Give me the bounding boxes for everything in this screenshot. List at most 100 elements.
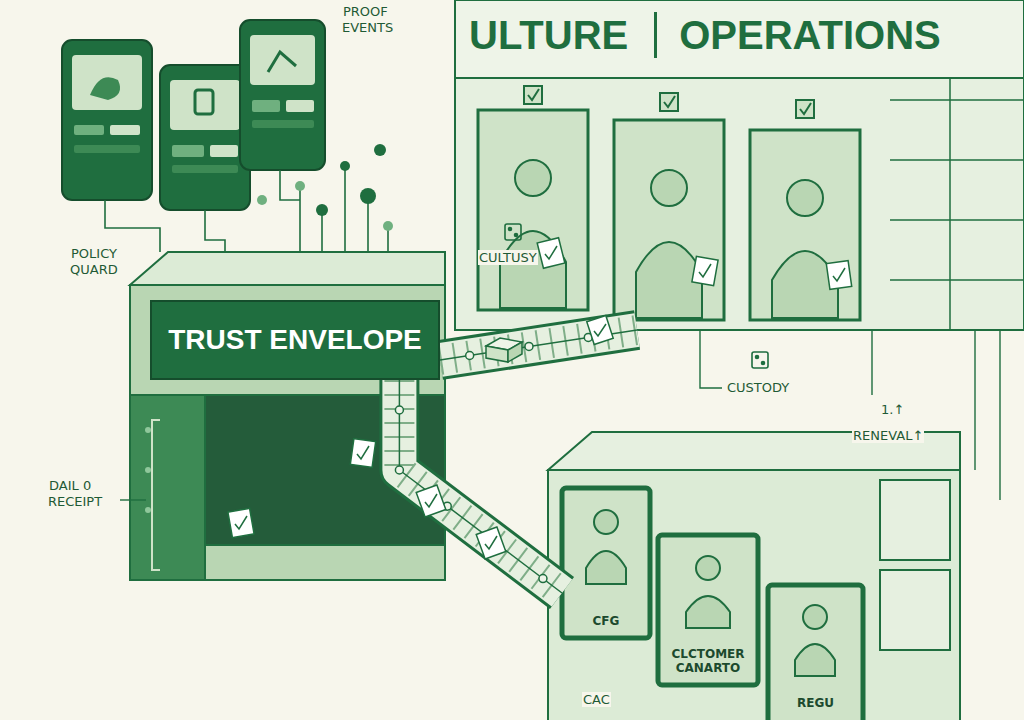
kiosk-group — [240, 20, 325, 170]
gate-body — [130, 252, 445, 285]
operations-building — [614, 120, 724, 320]
signal-dots — [257, 144, 393, 231]
small-icon — [515, 234, 518, 237]
small-icon — [756, 356, 759, 359]
operations-building — [455, 0, 1024, 78]
person-silhouette — [686, 596, 730, 628]
person-silhouette — [586, 551, 626, 584]
callout-label: 1.↑ — [880, 402, 905, 418]
belt-roller — [466, 351, 474, 359]
building-banner: ULTUREOPERATIONS — [455, 0, 1024, 330]
screen-panel: CFG — [562, 488, 650, 638]
kiosk-group — [74, 125, 104, 135]
kiosk-group — [90, 77, 120, 100]
check-box — [524, 86, 542, 104]
callout-label: DAIL 0 RECEIPT — [48, 478, 120, 511]
kiosk-group — [110, 125, 140, 135]
small-icon — [505, 224, 521, 240]
signal-dots — [257, 195, 267, 205]
signal-wires — [367, 200, 369, 252]
gate-body — [145, 467, 151, 473]
kiosk-group — [195, 90, 213, 114]
signal-wires — [321, 214, 323, 252]
belt-roller — [395, 466, 403, 474]
kiosk-group — [74, 145, 140, 153]
belt-box — [486, 338, 522, 362]
stakeholder-building — [880, 570, 950, 650]
signal-dots — [360, 188, 376, 204]
held-paper — [699, 264, 711, 277]
kiosk-group — [286, 100, 314, 112]
receipt-paper — [485, 536, 497, 549]
screen-panel: REGU — [768, 585, 863, 720]
node-text: CLCTOMER CANARTO — [665, 647, 751, 677]
callout-label: POLICY QUARD — [70, 246, 132, 279]
stakeholder-building — [548, 432, 960, 720]
person-silhouette — [696, 556, 720, 580]
leader-lines — [999, 330, 1000, 500]
small-icon — [762, 362, 765, 365]
receipt-paper — [357, 446, 369, 459]
operations-building — [750, 130, 860, 320]
leader-lines — [700, 330, 722, 388]
signal-wires — [344, 170, 346, 252]
belt-line — [399, 380, 562, 593]
signal-dots — [316, 204, 328, 216]
kiosk-group — [160, 65, 250, 210]
belt-roller — [395, 406, 403, 414]
label-text: CAC — [582, 692, 611, 707]
node-text: REGU — [795, 696, 836, 712]
stakeholder-building — [658, 535, 758, 685]
person-silhouette — [651, 170, 687, 206]
signal-wires — [205, 210, 225, 252]
gate-body — [205, 545, 445, 580]
kiosk-group — [250, 35, 315, 85]
gate-sign: TRUST ENVELOPE — [150, 300, 440, 380]
check-box — [664, 96, 675, 107]
receipt-paper — [350, 439, 375, 468]
operations-building — [478, 110, 588, 310]
node-text: TRUST ENVELOPE — [168, 324, 422, 356]
signal-wires — [105, 200, 160, 252]
gate-body — [152, 420, 160, 570]
check-box — [524, 86, 814, 118]
label-text: POLICY QUARD — [70, 246, 119, 277]
held-paper — [692, 256, 718, 285]
label-text: DAIL 0 RECEIPT — [48, 478, 103, 509]
kiosk-group — [172, 145, 204, 157]
receipt-paper — [228, 508, 254, 537]
kiosk-group — [252, 120, 314, 128]
callout-label: CUSTODY — [726, 380, 790, 396]
gate-body — [145, 427, 151, 433]
callout-label: PROOF EVENTS — [342, 4, 412, 37]
stakeholder-building — [768, 585, 863, 720]
person-silhouette — [803, 605, 827, 629]
operations-building — [455, 0, 1024, 330]
person-silhouette — [515, 160, 551, 196]
person-silhouette — [594, 510, 618, 534]
operations-building — [455, 0, 1024, 330]
held-paper — [537, 238, 852, 290]
person-silhouette — [772, 251, 838, 318]
node-text: CFG — [591, 614, 622, 630]
leader-lines — [871, 330, 872, 395]
signal-wires — [105, 170, 388, 252]
person-silhouette — [586, 510, 835, 676]
kiosk-group — [170, 80, 240, 130]
belt-roller — [539, 575, 547, 583]
receipt-paper — [587, 315, 613, 344]
gate-body — [130, 395, 205, 580]
small-icon — [752, 352, 768, 368]
operations-building — [890, 78, 1024, 330]
stakeholder-building — [880, 480, 950, 560]
check-box — [528, 89, 539, 100]
held-paper — [537, 238, 565, 269]
signal-dots — [340, 161, 350, 171]
label-text: CUSTODY — [726, 380, 790, 395]
kiosk-group — [172, 165, 238, 173]
signal-wires — [387, 230, 389, 252]
person-silhouette — [500, 160, 838, 318]
label-text: PROOF EVENTS — [342, 4, 394, 35]
person-silhouette — [500, 231, 566, 308]
